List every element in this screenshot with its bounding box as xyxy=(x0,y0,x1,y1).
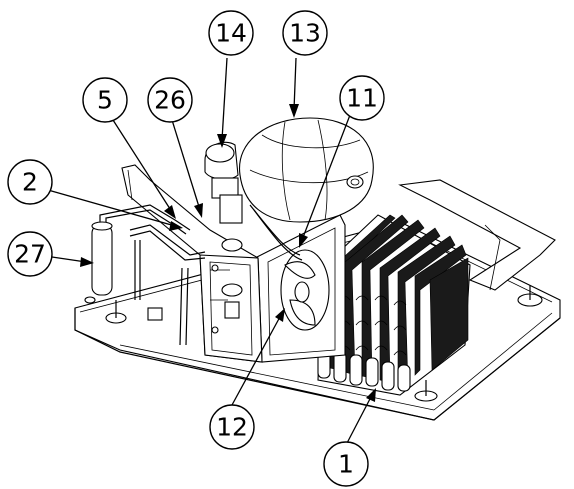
callout-13: 13 xyxy=(282,10,328,56)
callout-1: 1 xyxy=(323,441,369,487)
leader-lines xyxy=(47,57,376,446)
callout-label: 11 xyxy=(346,84,378,113)
callout-label: 12 xyxy=(216,413,248,442)
callout-label: 1 xyxy=(338,450,354,479)
callout-label: 26 xyxy=(154,86,186,115)
compressor xyxy=(239,117,374,223)
callout-label: 27 xyxy=(14,240,46,269)
callout-5: 5 xyxy=(82,77,128,123)
callout-label: 2 xyxy=(22,168,38,197)
callout-14: 14 xyxy=(208,10,254,56)
start-capacitor xyxy=(204,141,239,199)
callout-label: 13 xyxy=(289,19,321,48)
callout-12: 12 xyxy=(209,404,255,450)
callout-2: 2 xyxy=(7,159,53,205)
callout-label: 14 xyxy=(215,19,247,48)
callout-27: 27 xyxy=(7,231,53,277)
tubing xyxy=(91,204,303,346)
callout-11: 11 xyxy=(339,75,385,121)
fan-assembly xyxy=(254,214,346,363)
callout-label: 5 xyxy=(97,86,113,115)
callout-26: 26 xyxy=(147,77,193,123)
